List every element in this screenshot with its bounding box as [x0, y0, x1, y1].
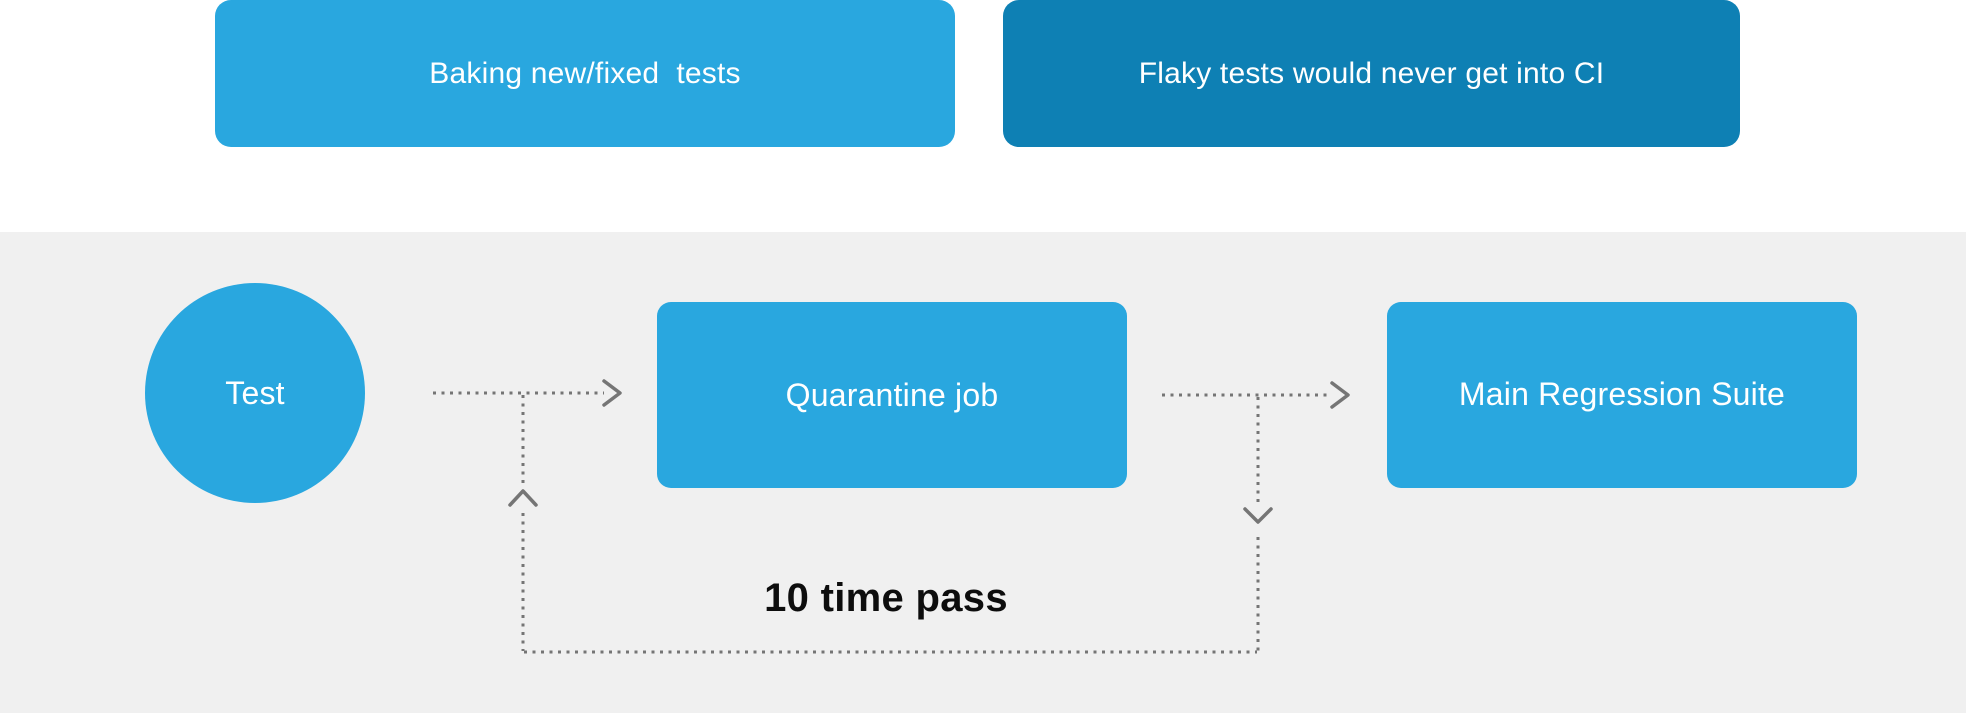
- arrow-quarantine-to-main-head-icon: [1330, 381, 1350, 409]
- callout-flaky-tests-label: Flaky tests would never get into CI: [1138, 56, 1605, 90]
- loop-label: 10 time pass: [764, 576, 1008, 620]
- callout-baking-tests-label: Baking new/fixed tests: [429, 56, 741, 90]
- node-quarantine-job: Quarantine job: [657, 302, 1127, 488]
- node-test-label: Test: [225, 374, 285, 411]
- node-main-regression-suite-label: Main Regression Suite: [1458, 376, 1786, 413]
- loop-up-arrowhead-icon: [508, 489, 538, 507]
- node-quarantine-job-label: Quarantine job: [785, 376, 999, 413]
- node-main-regression-suite: Main Regression Suite: [1387, 302, 1857, 488]
- callout-flaky-tests: Flaky tests would never get into CI: [1003, 0, 1740, 147]
- node-test: Test: [145, 283, 365, 503]
- loop-down-arrowhead-icon: [1243, 507, 1273, 524]
- arrow-test-to-quarantine-head-icon: [602, 379, 622, 407]
- callout-baking-tests: Baking new/fixed tests: [215, 0, 955, 147]
